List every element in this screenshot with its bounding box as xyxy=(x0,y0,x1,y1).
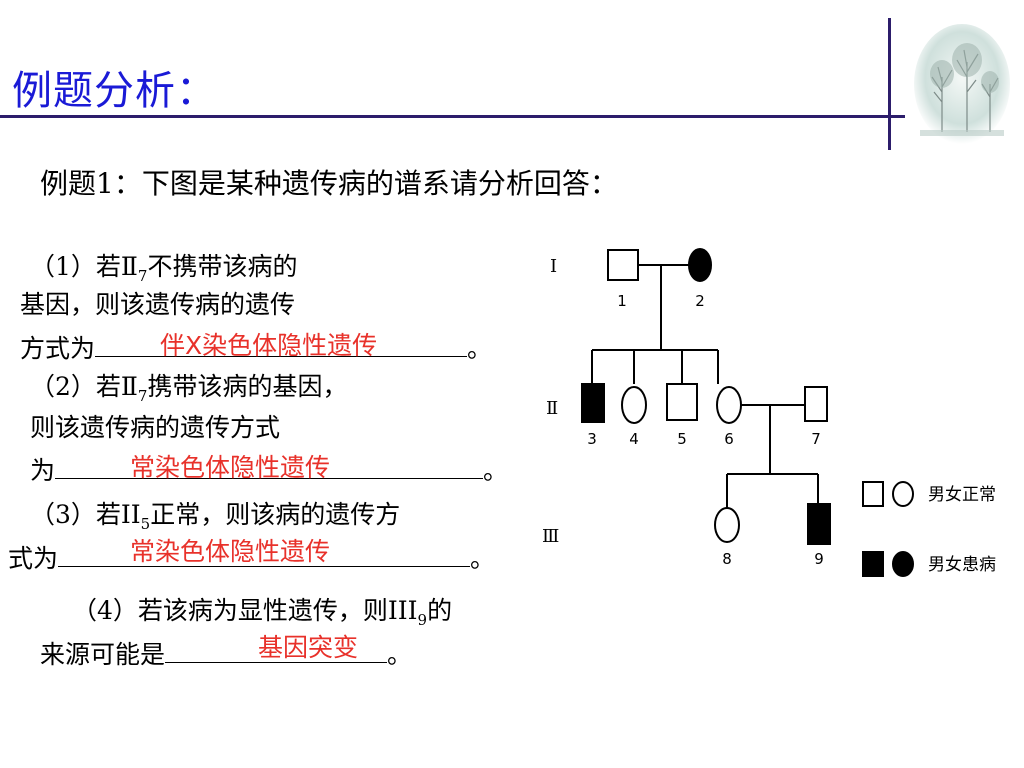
gen-label-3: Ⅲ xyxy=(542,526,559,547)
num-8: 8 xyxy=(722,550,732,568)
q3-answer-blank xyxy=(58,542,471,567)
q3-answer: 常染色体隐性遗传 xyxy=(130,537,331,566)
q1-line1: （1）若Ⅱ7不携带该病的 xyxy=(30,252,298,285)
num-1: 1 xyxy=(617,292,627,310)
question-heading: 例题1：下图是某种遗传病的谱系请分析回答： xyxy=(40,167,618,200)
q2-answer-blank xyxy=(55,454,484,479)
q1-answer: 伴X染色体隐性遗传 xyxy=(160,331,378,360)
q1-line3: 方式为。 xyxy=(20,332,493,363)
legend-normal-label: 男女正常 xyxy=(928,485,996,505)
q4-answer-blank xyxy=(165,638,388,663)
individual-5 xyxy=(666,383,698,421)
slide-title: 例题分析： xyxy=(12,68,217,114)
q3-line1: （3）若II5正常，则该病的遗传方 xyxy=(30,500,401,533)
pedigree-chart: Ⅰ Ⅱ Ⅲ 1 2 3 4 5 6 7 8 9 男女正常 男女患病 xyxy=(542,248,996,577)
q4-line1: （4）若该病为显性遗传，则III9的 xyxy=(72,596,453,629)
individual-2 xyxy=(688,248,712,282)
q2-answer: 常染色体隐性遗传 xyxy=(130,453,331,482)
num-6: 6 xyxy=(724,430,734,448)
winter-tree-image xyxy=(914,24,1010,144)
q2-line1: （2）若Ⅱ7携带该病的基因， xyxy=(30,372,348,405)
individual-8 xyxy=(714,507,740,543)
title-divider xyxy=(0,115,905,118)
q1-answer-blank xyxy=(95,332,468,357)
num-3: 3 xyxy=(587,430,597,448)
q1-line2: 基因，则该遗传病的遗传 xyxy=(20,290,296,319)
legend-affected-female xyxy=(892,551,914,577)
individual-7 xyxy=(804,386,828,422)
individual-6 xyxy=(716,386,742,424)
vertical-divider xyxy=(888,18,891,150)
num-5: 5 xyxy=(677,430,687,448)
q4-line2: 来源可能是。 xyxy=(40,638,413,669)
num-2: 2 xyxy=(695,292,705,310)
individual-3 xyxy=(581,383,605,423)
q3-line2: 式为。 xyxy=(8,542,496,573)
legend-normal-male xyxy=(862,481,884,507)
gen-label-2: Ⅱ xyxy=(546,398,558,419)
q4-answer: 基因突变 xyxy=(258,633,359,662)
q2-line3: 为。 xyxy=(30,454,509,485)
individual-1 xyxy=(607,249,639,281)
legend-affected-male xyxy=(862,551,884,577)
individual-9 xyxy=(807,503,831,545)
num-9: 9 xyxy=(814,550,824,568)
num-4: 4 xyxy=(629,430,639,448)
legend-normal-female xyxy=(892,481,914,507)
q2-line2: 则该遗传病的遗传方式 xyxy=(30,413,281,442)
legend-affected-label: 男女患病 xyxy=(928,555,996,575)
individual-4 xyxy=(621,386,647,424)
num-7: 7 xyxy=(811,430,821,448)
gen-label-1: Ⅰ xyxy=(550,256,557,277)
